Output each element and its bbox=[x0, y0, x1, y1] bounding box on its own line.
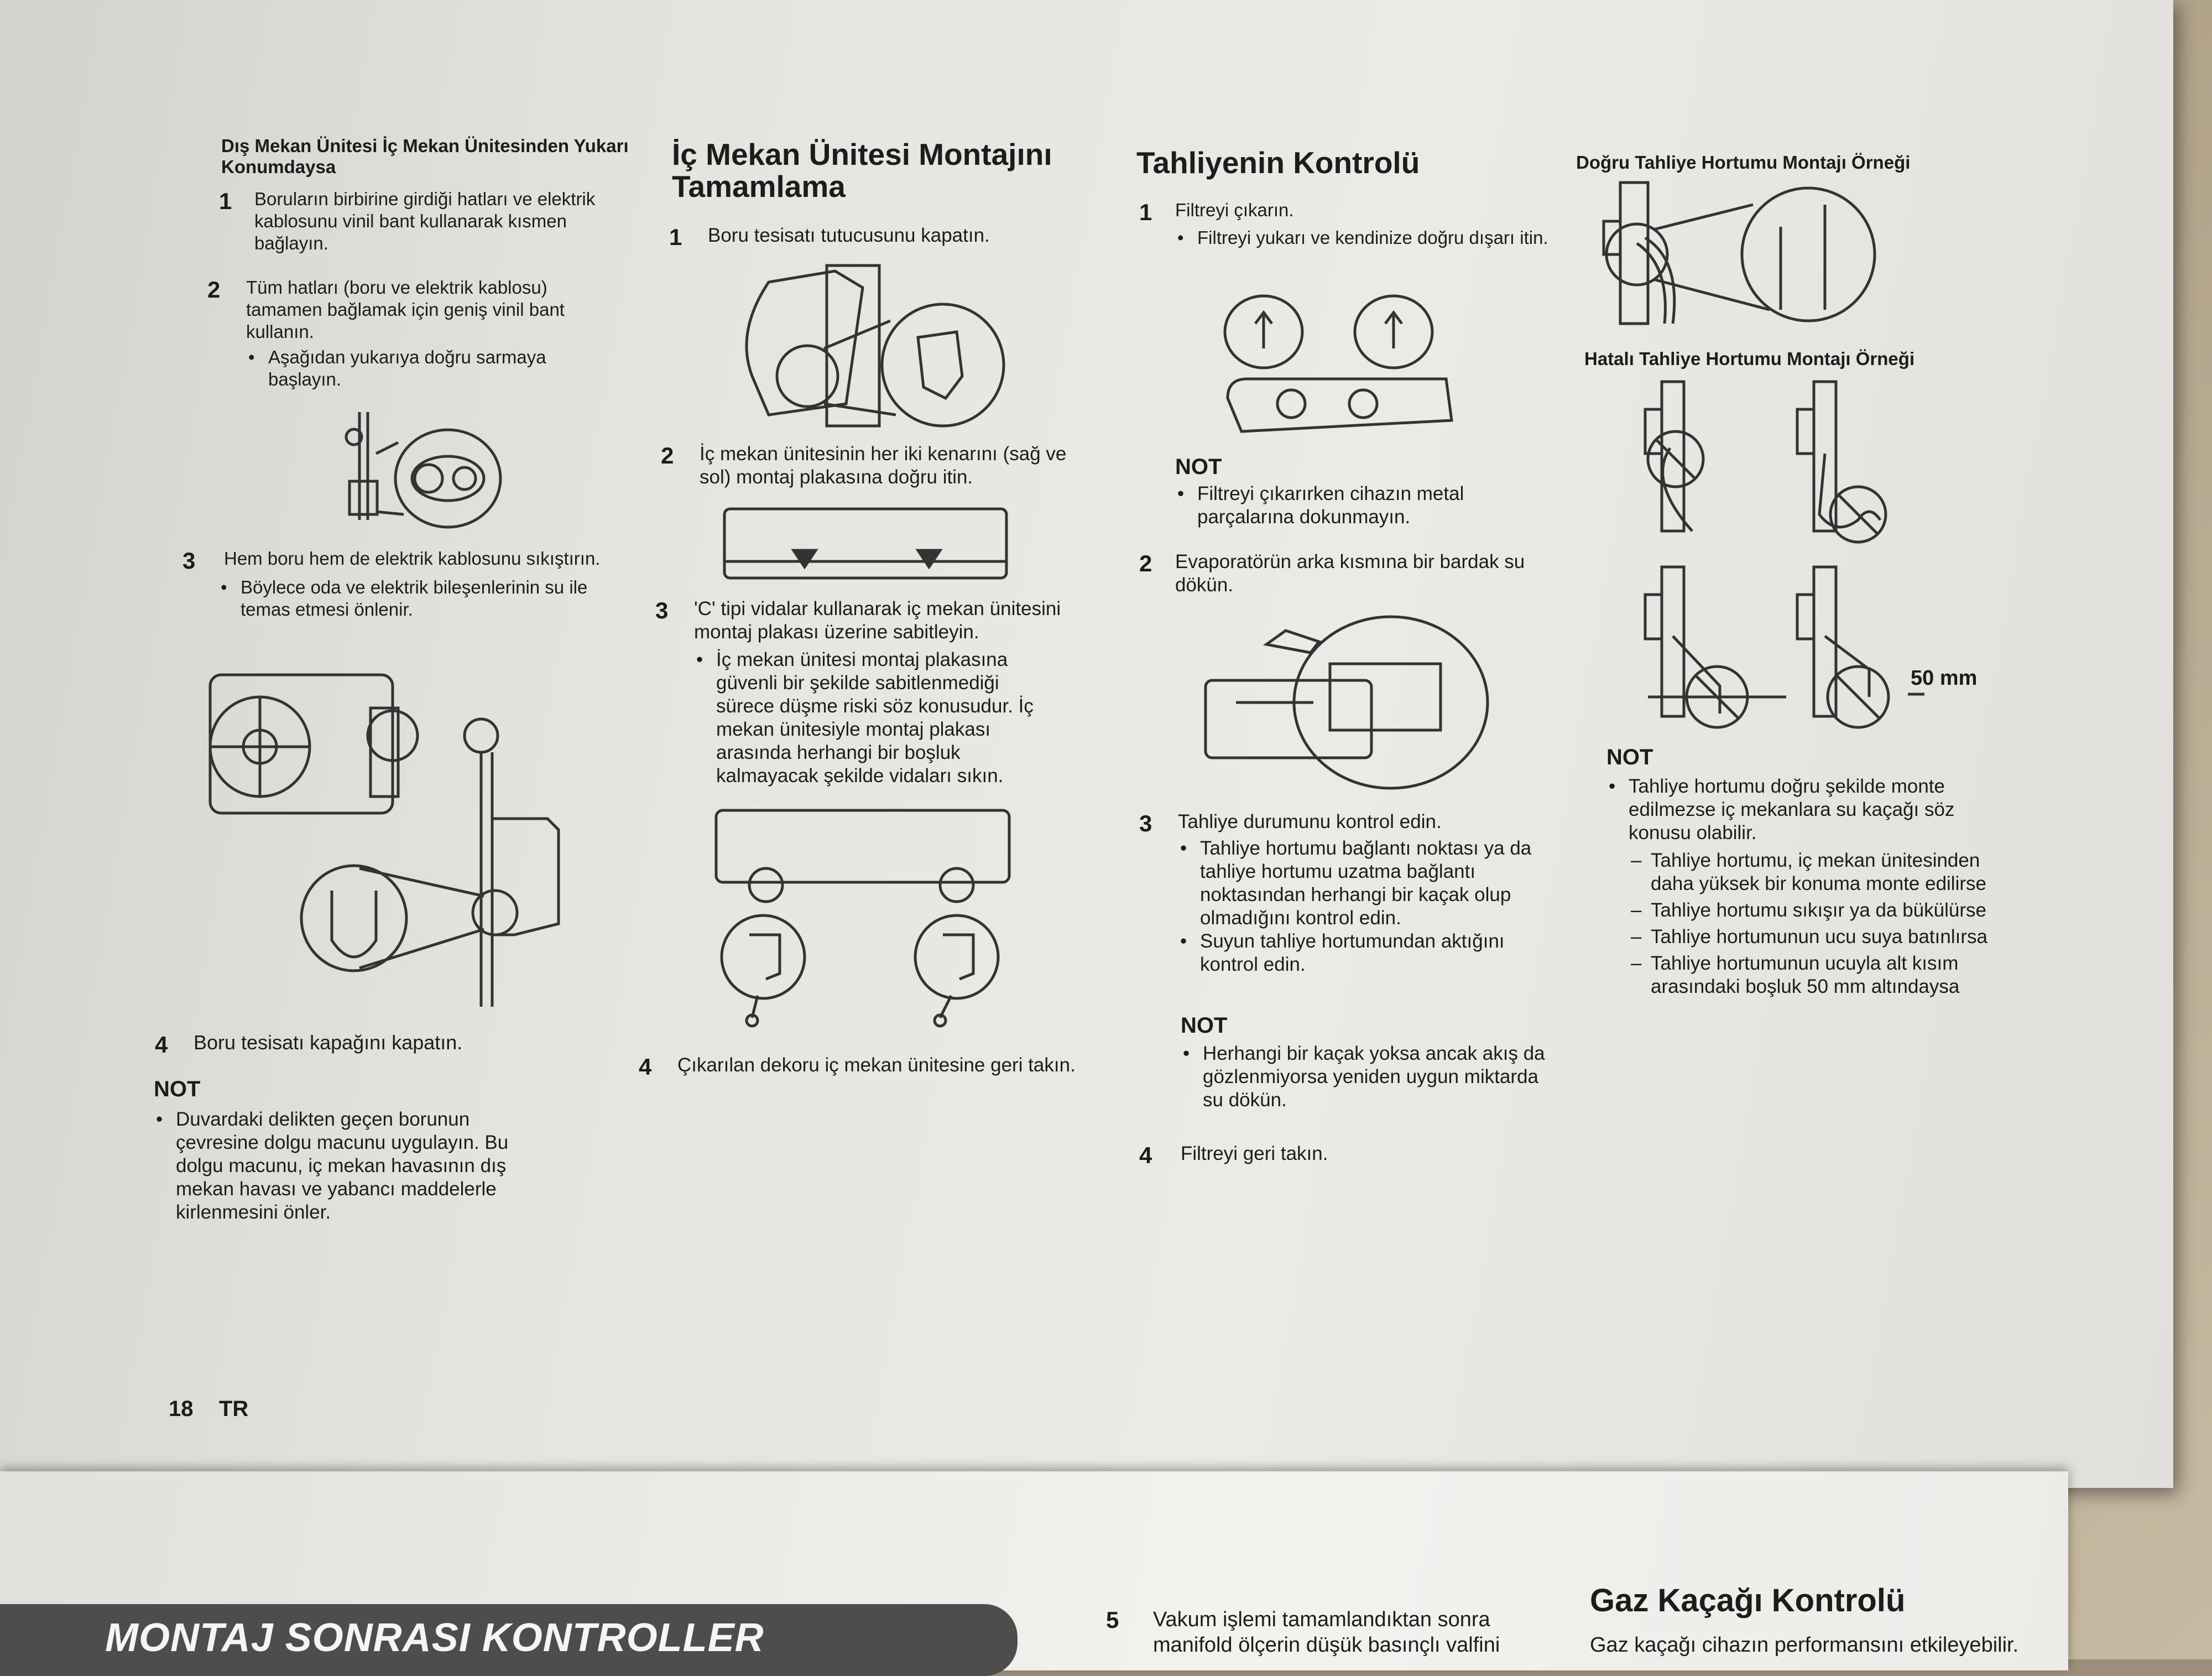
section-banner: MONTAJ SONRASI KONTROLLER bbox=[0, 1604, 1018, 1676]
step-2: 2 Evaporatörün arka kısmına bir bardak s… bbox=[1139, 550, 1559, 597]
step-bullet-1: Tahliye hortumu bağlantı noktası ya da t… bbox=[1178, 837, 1554, 930]
step-2: 2 İç mekan ünitesinin her iki kenarını (… bbox=[661, 443, 1081, 489]
step-text: Evaporatörün arka kısmına bir bardak su … bbox=[1175, 551, 1525, 596]
step-number: 2 bbox=[661, 443, 674, 469]
step-1: 1 Filtreyi çıkarın. Filtreyi yukarı ve k… bbox=[1139, 199, 1559, 249]
step-4: 4 Filtreyi geri takın. bbox=[1139, 1142, 1559, 1168]
step-2: 2 Tüm hatları (boru ve elektrik kablosu)… bbox=[207, 277, 617, 391]
note-block: NOT Duvardaki delikten geçen borunun çev… bbox=[154, 1076, 552, 1224]
note-heading: NOT bbox=[1181, 1013, 1228, 1038]
pipe-holder-diagram bbox=[745, 264, 1005, 428]
step-text: Tahliye durumunu kontrol edin. bbox=[1178, 811, 1442, 832]
distance-label: 50 mm bbox=[1911, 667, 2010, 690]
page-number: 18 bbox=[169, 1397, 194, 1421]
step-4: 4 Boru tesisatı kapağını kapatın. bbox=[155, 1031, 597, 1058]
language-code: TR bbox=[218, 1397, 249, 1421]
step-bullet: Böylece oda ve elektrik bileşenlerinin s… bbox=[218, 576, 614, 621]
note-text: Herhangi bir kaçak yoksa ancak akış da g… bbox=[1181, 1042, 1562, 1112]
section-text: Gaz kaçağı cihazın performansını etkiley… bbox=[1590, 1633, 2019, 1657]
step-bullet: Filtreyi yukarı ve kendinize doğru dışar… bbox=[1175, 227, 1551, 249]
step-bullet-2: Suyun tahliye hortumundan aktığını kontr… bbox=[1178, 930, 1554, 976]
note-heading: NOT bbox=[154, 1077, 201, 1101]
step-text: Boruların birbirine girdiği hatları ve e… bbox=[254, 189, 596, 253]
step-text: 'C' tipi vidalar kullanarak iç mekan üni… bbox=[694, 598, 1061, 643]
step-text: Filtreyi geri takın. bbox=[1181, 1143, 1328, 1164]
section-title: Tahliyenin Kontrolü bbox=[1136, 145, 1420, 180]
screw-fixing-diagram bbox=[714, 809, 1011, 1028]
note-text: Duvardaki delikten geçen borunun çevresi… bbox=[154, 1108, 552, 1224]
step-bullet: Aşağıdan yukarıya doğru sarmaya başlayın… bbox=[246, 346, 617, 391]
step-3: 3 Hem boru hem de elektrik kablosunu sık… bbox=[182, 548, 614, 621]
manual-page: Dış Mekan Ünitesi İç Mekan Ünitesinden Y… bbox=[0, 0, 2173, 1488]
column-drain-check: Tahliyenin Kontrolü bbox=[1136, 147, 1557, 179]
note-text: Filtreyi çıkarırken cihazın metal parçal… bbox=[1175, 482, 1540, 529]
correct-example-heading: Doğru Tahliye Hortumu Montajı Örneği bbox=[1576, 152, 1985, 173]
note-text: Tahliye hortumu doğru şekilde monte edil… bbox=[1606, 775, 1994, 845]
step-3: 3 Tahliye durumunu kontrol edin. Tahliye… bbox=[1139, 810, 1559, 976]
section-title: Gaz Kaçağı Kontrolü bbox=[1590, 1583, 1906, 1618]
note-item-3: Tahliye hortumunun ucu suya batınlırsa bbox=[1629, 925, 2038, 949]
step-number: 2 bbox=[1139, 550, 1152, 576]
outdoor-unit-diagram bbox=[208, 673, 560, 1007]
step-bullet: İç mekan ünitesi montaj plakasına güvenl… bbox=[694, 648, 1048, 788]
step-text: Vakum işlemi tamamlandıktan sonra manifo… bbox=[1153, 1608, 1500, 1657]
step-4: 4 Çıkarılan dekoru iç mekan ünitesine ge… bbox=[639, 1054, 1076, 1080]
filter-removal-diagram bbox=[1223, 294, 1453, 433]
wrong-example-heading: Hatalı Tahliye Hortumu Montajı Örneği bbox=[1584, 348, 1994, 369]
evaporator-water-diagram bbox=[1204, 615, 1489, 790]
note-block: NOT Tahliye hortumu doğru şekilde monte … bbox=[1606, 744, 2027, 998]
gas-leak-section: Gaz Kaçağı Kontrolü Gaz kaçağı cihazın p… bbox=[1590, 1585, 2032, 1657]
note-heading: NOT bbox=[1175, 455, 1222, 479]
step-5: 5 Vakum işlemi tamamlandıktan sonra mani… bbox=[1106, 1607, 1559, 1658]
banner-title: MONTAJ SONRASI KONTROLLER bbox=[105, 1616, 764, 1660]
note-item-2: Tahliye hortumu sıkışır ya da bükülürse bbox=[1629, 899, 2038, 922]
push-unit-diagram bbox=[723, 507, 1008, 580]
step-number: 1 bbox=[219, 188, 232, 214]
distance-value: 50 mm bbox=[1911, 667, 1978, 690]
step-text: Tüm hatları (boru ve elektrik kablosu) t… bbox=[246, 277, 565, 342]
example-heading: Doğru Tahliye Hortumu Montajı Örneği bbox=[1576, 152, 1911, 173]
step-number: 3 bbox=[1139, 810, 1152, 836]
step-text: Hem boru hem de elektrik kablosunu sıkış… bbox=[224, 548, 601, 569]
step-number: 4 bbox=[639, 1054, 652, 1080]
step-number: 2 bbox=[207, 277, 221, 303]
page-footer: 18 TR bbox=[169, 1397, 335, 1422]
note-item-4: Tahliye hortumunun ucuyla alt kısım aras… bbox=[1629, 952, 2005, 998]
step-number: 3 bbox=[655, 597, 669, 623]
step-number: 1 bbox=[669, 224, 682, 250]
step-1: 1 Boru tesisatı tutucusunu kapatın. bbox=[669, 224, 1095, 250]
step-text: İç mekan ünitesinin her iki kenarını (sa… bbox=[700, 443, 1067, 488]
step-text: Çıkarılan dekoru iç mekan ünitesine geri… bbox=[677, 1054, 1076, 1076]
wrong-drain-hose-diagrams bbox=[1644, 380, 1924, 729]
step-text: Filtreyi çıkarın. bbox=[1175, 200, 1294, 220]
correct-drain-hose-diagram bbox=[1602, 181, 1876, 325]
step-3: 3 'C' tipi vidalar kullanarak iç mekan ü… bbox=[655, 597, 1087, 788]
step-1: 1 Boruların birbirine girdiği hatları ve… bbox=[219, 188, 641, 254]
step-number: 4 bbox=[155, 1032, 168, 1058]
column-outdoor-unit: Dış Mekan Ünitesi İç Mekan Ünitesinden Y… bbox=[221, 136, 641, 178]
step-text: Boru tesisatı kapağını kapatın. bbox=[194, 1031, 463, 1054]
note-item-1: Tahliye hortumu, iç mekan ünitesinden da… bbox=[1629, 849, 2016, 896]
section-heading: Dış Mekan Ünitesi İç Mekan Ünitesinden Y… bbox=[221, 136, 629, 177]
section-title: İç Mekan Ünitesi Montajını Tamamlama bbox=[672, 137, 1052, 204]
tape-wrap-diagram bbox=[345, 412, 502, 529]
note-block-2: NOT Herhangi bir kaçak yoksa ancak akış … bbox=[1181, 1012, 1562, 1112]
step-number: 5 bbox=[1106, 1607, 1119, 1633]
step-number: 1 bbox=[1139, 199, 1152, 225]
step-number: 4 bbox=[1139, 1142, 1152, 1168]
step-number: 3 bbox=[182, 548, 196, 574]
step-text: Boru tesisatı tutucusunu kapatın. bbox=[708, 225, 990, 246]
note-block-1: NOT Filtreyi çıkarırken cihazın metal pa… bbox=[1175, 454, 1540, 529]
note-heading: NOT bbox=[1606, 745, 1653, 769]
example-heading: Hatalı Tahliye Hortumu Montajı Örneği bbox=[1584, 348, 1915, 369]
column-indoor-assembly: İç Mekan Ünitesi Montajını Tamamlama bbox=[672, 138, 1092, 202]
